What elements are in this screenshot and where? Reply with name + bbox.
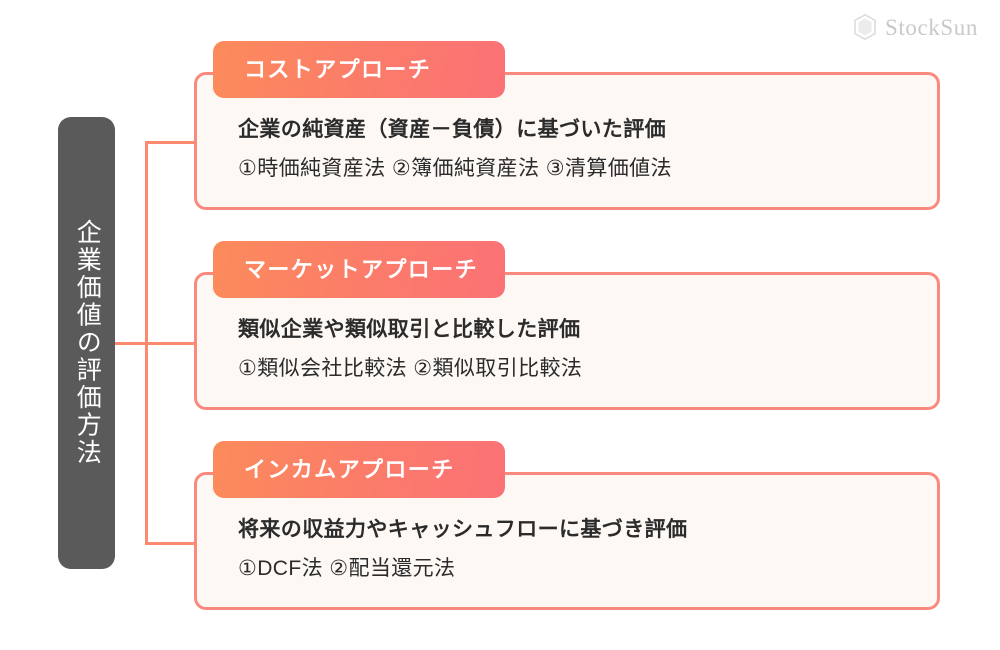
connector-branch-3 <box>145 542 197 545</box>
approach-tab-cost[interactable]: コストアプローチ <box>213 41 505 98</box>
card-description: 企業の純資産（資産－負債）に基づいた評価 <box>238 118 666 141</box>
approach-tab-income[interactable]: インカムアプローチ <box>213 441 505 498</box>
approach-card-cost[interactable]: 企業の純資産（資産－負債）に基づいた評価 ①時価純資産法 ②簿価純資産法 ③清算… <box>194 72 940 210</box>
root-node: 企業価値の評価方法 <box>58 117 115 569</box>
hexagon-logo-icon <box>854 14 876 40</box>
card-methods: ①時価純資産法 ②簿価純資産法 ③清算価値法 <box>238 156 672 180</box>
approach-card-market[interactable]: 類似企業や類似取引と比較した評価 ①類似会社比較法 ②類似取引比較法 <box>194 272 940 410</box>
connector-branch-1 <box>145 141 197 144</box>
card-content: 企業の純資産（資産－負債）に基づいた評価 ①時価純資産法 ②簿価純資産法 ③清算… <box>238 114 919 185</box>
connector-branch-2 <box>145 342 197 345</box>
card-content: 将来の収益力やキャッシュフローに基づき評価 ①DCF法 ②配当還元法 <box>238 514 919 585</box>
approach-tab-label: インカムアプローチ <box>244 456 455 482</box>
root-node-label: 企業価値の評価方法 <box>73 219 102 467</box>
card-methods: ①DCF法 ②配当還元法 <box>238 556 456 580</box>
card-description: 将来の収益力やキャッシュフローに基づき評価 <box>238 518 688 541</box>
brand-name: StockSun <box>885 14 978 40</box>
approach-tab-label: コストアプローチ <box>244 56 432 82</box>
card-description: 類似企業や類似取引と比較した評価 <box>238 318 581 341</box>
approach-tab-market[interactable]: マーケットアプローチ <box>213 241 505 298</box>
approach-tab-label: マーケットアプローチ <box>244 256 479 282</box>
card-content: 類似企業や類似取引と比較した評価 ①類似会社比較法 ②類似取引比較法 <box>238 314 919 385</box>
card-methods: ①類似会社比較法 ②類似取引比較法 <box>238 356 583 380</box>
brand-logo: StockSun <box>854 14 978 40</box>
connector-root-stem <box>115 342 148 345</box>
